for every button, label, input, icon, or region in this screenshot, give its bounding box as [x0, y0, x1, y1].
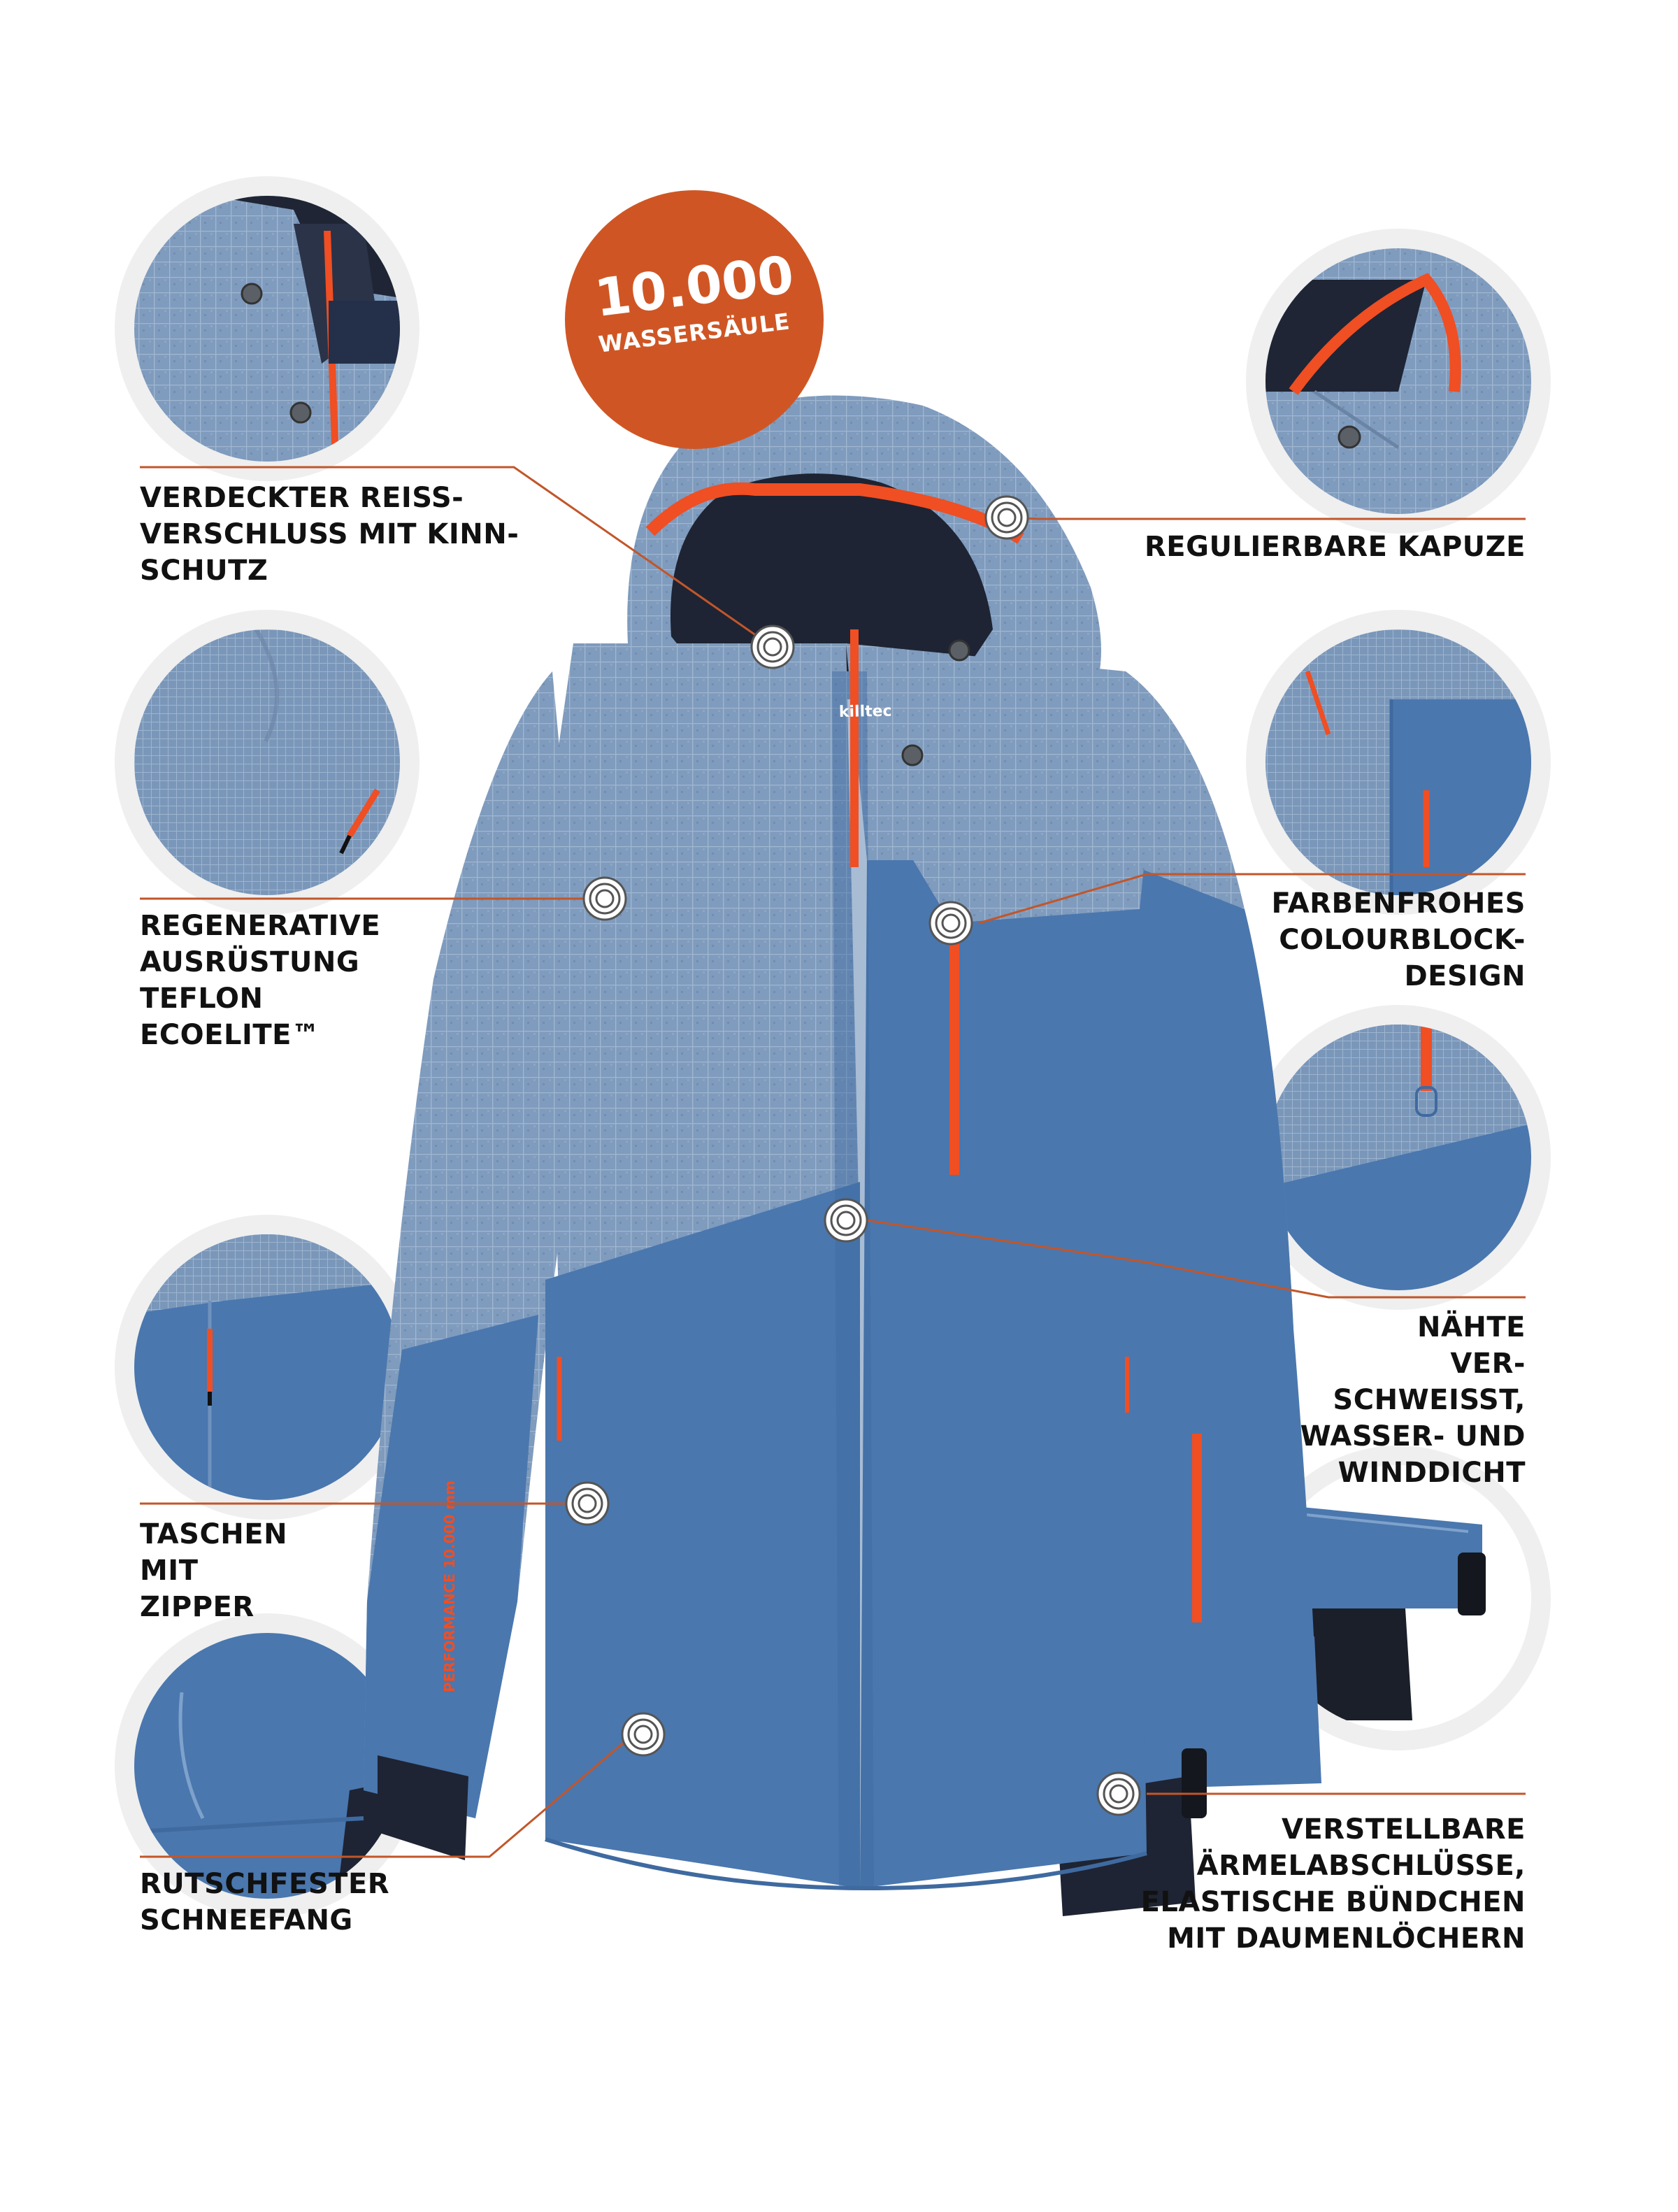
label-pockets: TASCHEN MIT ZIPPER: [140, 1518, 288, 1623]
label-seams: NÄHTE VER- SCHWEISST, WASSER- UND WINDDI…: [1300, 1311, 1526, 1489]
jacket-main: [364, 395, 1321, 1916]
label-hidden-zipper: VERDECKTER REISS- VERSCHLUSS MIT KINN- S…: [140, 482, 519, 587]
marker-seams: [824, 1198, 868, 1243]
detail-adjustable-hood: [1265, 248, 1531, 514]
marker-teflon: [582, 876, 627, 921]
marker-adjustable-hood: [984, 495, 1029, 540]
detail-colourblock: [1265, 629, 1531, 895]
jacket-brand-label: killtec: [839, 703, 892, 721]
marker-colourblock: [928, 901, 973, 946]
detail-teflon-fabric: [134, 629, 400, 895]
detail-welded-seams: [1265, 1025, 1531, 1290]
label-adjustable-hood: REGULIERBARE KAPUZE: [1144, 531, 1526, 563]
sleeve-print: PERFORMANCE 10.000 mm: [441, 1480, 458, 1692]
marker-snow-skirt: [621, 1712, 666, 1757]
label-teflon: REGENERATIVE AUSRÜSTUNG TEFLON ECOELITE™: [140, 910, 381, 1051]
leader-lines: [140, 466, 1526, 1858]
label-colourblock: FARBENFROHES COLOURBLOCK- DESIGN: [1271, 887, 1526, 992]
marker-pockets: [565, 1481, 610, 1526]
label-cuffs: VERSTELLBARE ÄRMELABSCHLÜSSE, ELASTISCHE…: [1140, 1813, 1526, 1955]
water-column-badge: 10.000 WASSERSÄULE: [565, 190, 824, 449]
marker-cuffs: [1096, 1771, 1141, 1816]
marker-hidden-zipper: [750, 625, 795, 669]
label-snow-skirt: RUTSCHFESTER SCHNEEFANG: [140, 1868, 390, 1936]
